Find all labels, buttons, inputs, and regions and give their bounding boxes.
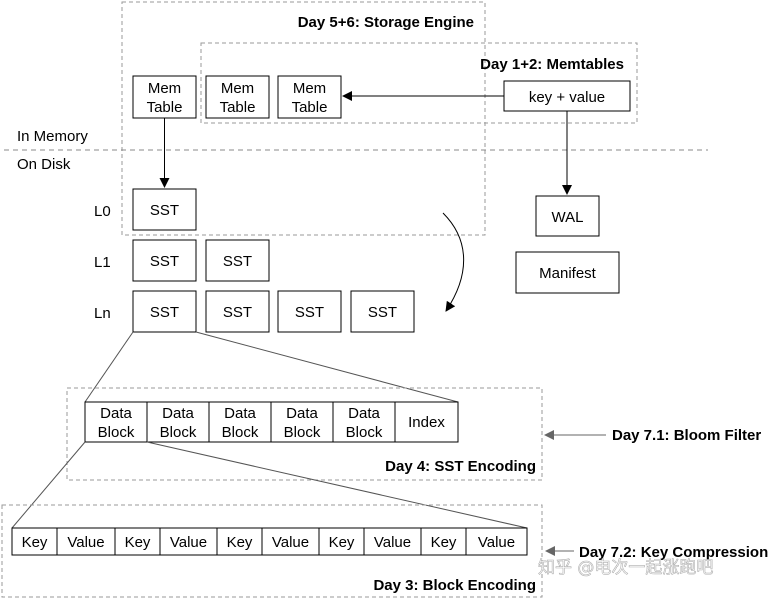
- sst-encoding-title: Day 4: SST Encoding: [385, 458, 536, 475]
- value-cell: Value: [465, 527, 528, 556]
- memtables-region: [200, 42, 638, 124]
- block-encoding-region: [1, 504, 543, 598]
- svg-text:Key: Key: [22, 534, 48, 551]
- data-block-box: Data Block: [332, 401, 396, 443]
- svg-text:SST: SST: [150, 253, 179, 270]
- sst-box: SST: [350, 290, 415, 333]
- key-cell: Key: [11, 527, 58, 556]
- svg-text:SST: SST: [150, 202, 179, 219]
- svg-text:Index: Index: [408, 414, 445, 431]
- svg-text:Block: Block: [284, 424, 321, 441]
- zoom-line: [84, 331, 134, 403]
- svg-text:Mem: Mem: [221, 80, 254, 97]
- svg-text:WAL: WAL: [552, 209, 584, 226]
- key-cell: Key: [420, 527, 467, 556]
- sst-box: SST: [277, 290, 342, 333]
- sst-encoding-region: [66, 387, 543, 481]
- svg-text:Value: Value: [170, 534, 207, 551]
- key-cell: Key: [114, 527, 161, 556]
- svg-text:Key: Key: [329, 534, 355, 551]
- svg-text:Key: Key: [125, 534, 151, 551]
- key-value-input-box: key + value: [503, 80, 631, 112]
- memtable-box: Mem Table: [205, 75, 270, 119]
- svg-text:Data: Data: [100, 405, 132, 422]
- svg-text:Table: Table: [147, 99, 183, 116]
- svg-text:Data: Data: [162, 405, 194, 422]
- in-memory-label: In Memory: [17, 128, 88, 145]
- zoom-line: [195, 331, 459, 403]
- svg-text:Value: Value: [478, 534, 515, 551]
- bloom-filter-label: Day 7.1: Bloom Filter: [612, 427, 761, 444]
- svg-text:Block: Block: [98, 424, 135, 441]
- value-cell: Value: [56, 527, 116, 556]
- svg-text:Data: Data: [286, 405, 318, 422]
- data-block-box: Data Block: [84, 401, 148, 443]
- storage-engine-title: Day 5+6: Storage Engine: [298, 14, 474, 31]
- svg-text:Mem: Mem: [293, 80, 326, 97]
- svg-text:Value: Value: [374, 534, 411, 551]
- sst-box: SST: [132, 290, 197, 333]
- value-cell: Value: [363, 527, 422, 556]
- compaction-arrow: [442, 212, 465, 312]
- watermark-text: 知乎 @电次一起涨跑吧: [538, 558, 713, 578]
- storage-engine-region: [121, 1, 486, 236]
- svg-text:Block: Block: [222, 424, 259, 441]
- memtables-title: Day 1+2: Memtables: [480, 56, 624, 73]
- value-cell: Value: [159, 527, 218, 556]
- on-disk-label: On Disk: [17, 156, 71, 173]
- svg-text:Table: Table: [292, 99, 328, 116]
- block-encoding-title: Day 3: Block Encoding: [373, 577, 536, 594]
- data-block-box: Data Block: [146, 401, 210, 443]
- value-cell: Value: [261, 527, 320, 556]
- svg-text:Table: Table: [220, 99, 256, 116]
- svg-text:SST: SST: [223, 304, 252, 321]
- sst-box: SST: [205, 239, 270, 282]
- memtable-box: Mem Table: [277, 75, 342, 119]
- level-label-l0: L0: [94, 203, 111, 220]
- sst-box: SST: [205, 290, 270, 333]
- wal-box: WAL: [535, 195, 600, 237]
- data-block-box: Data Block: [270, 401, 334, 443]
- svg-text:Value: Value: [272, 534, 309, 551]
- svg-text:Key: Key: [431, 534, 457, 551]
- data-block-box: Data Block: [208, 401, 272, 443]
- svg-text:SST: SST: [295, 304, 324, 321]
- zoom-line: [11, 441, 86, 529]
- svg-text:Block: Block: [160, 424, 197, 441]
- key-cell: Key: [318, 527, 365, 556]
- key-cell: Key: [216, 527, 263, 556]
- index-block-box: Index: [394, 401, 459, 443]
- sst-box: SST: [132, 188, 197, 231]
- sst-box: SST: [132, 239, 197, 282]
- zoom-line: [146, 441, 528, 529]
- svg-text:SST: SST: [223, 253, 252, 270]
- svg-text:Mem: Mem: [148, 80, 181, 97]
- memtable-box: Mem Table: [132, 75, 197, 119]
- level-label-ln: Ln: [94, 305, 111, 322]
- svg-text:Data: Data: [224, 405, 256, 422]
- svg-text:SST: SST: [150, 304, 179, 321]
- svg-text:SST: SST: [368, 304, 397, 321]
- key-compression-label: Day 7.2: Key Compression: [579, 544, 768, 561]
- svg-text:Key: Key: [227, 534, 253, 551]
- svg-text:Value: Value: [67, 534, 104, 551]
- manifest-box: Manifest: [515, 251, 620, 294]
- svg-text:key + value: key + value: [529, 89, 605, 106]
- level-label-l1: L1: [94, 254, 111, 271]
- svg-text:Data: Data: [348, 405, 380, 422]
- svg-text:Block: Block: [346, 424, 383, 441]
- svg-text:Manifest: Manifest: [539, 265, 597, 282]
